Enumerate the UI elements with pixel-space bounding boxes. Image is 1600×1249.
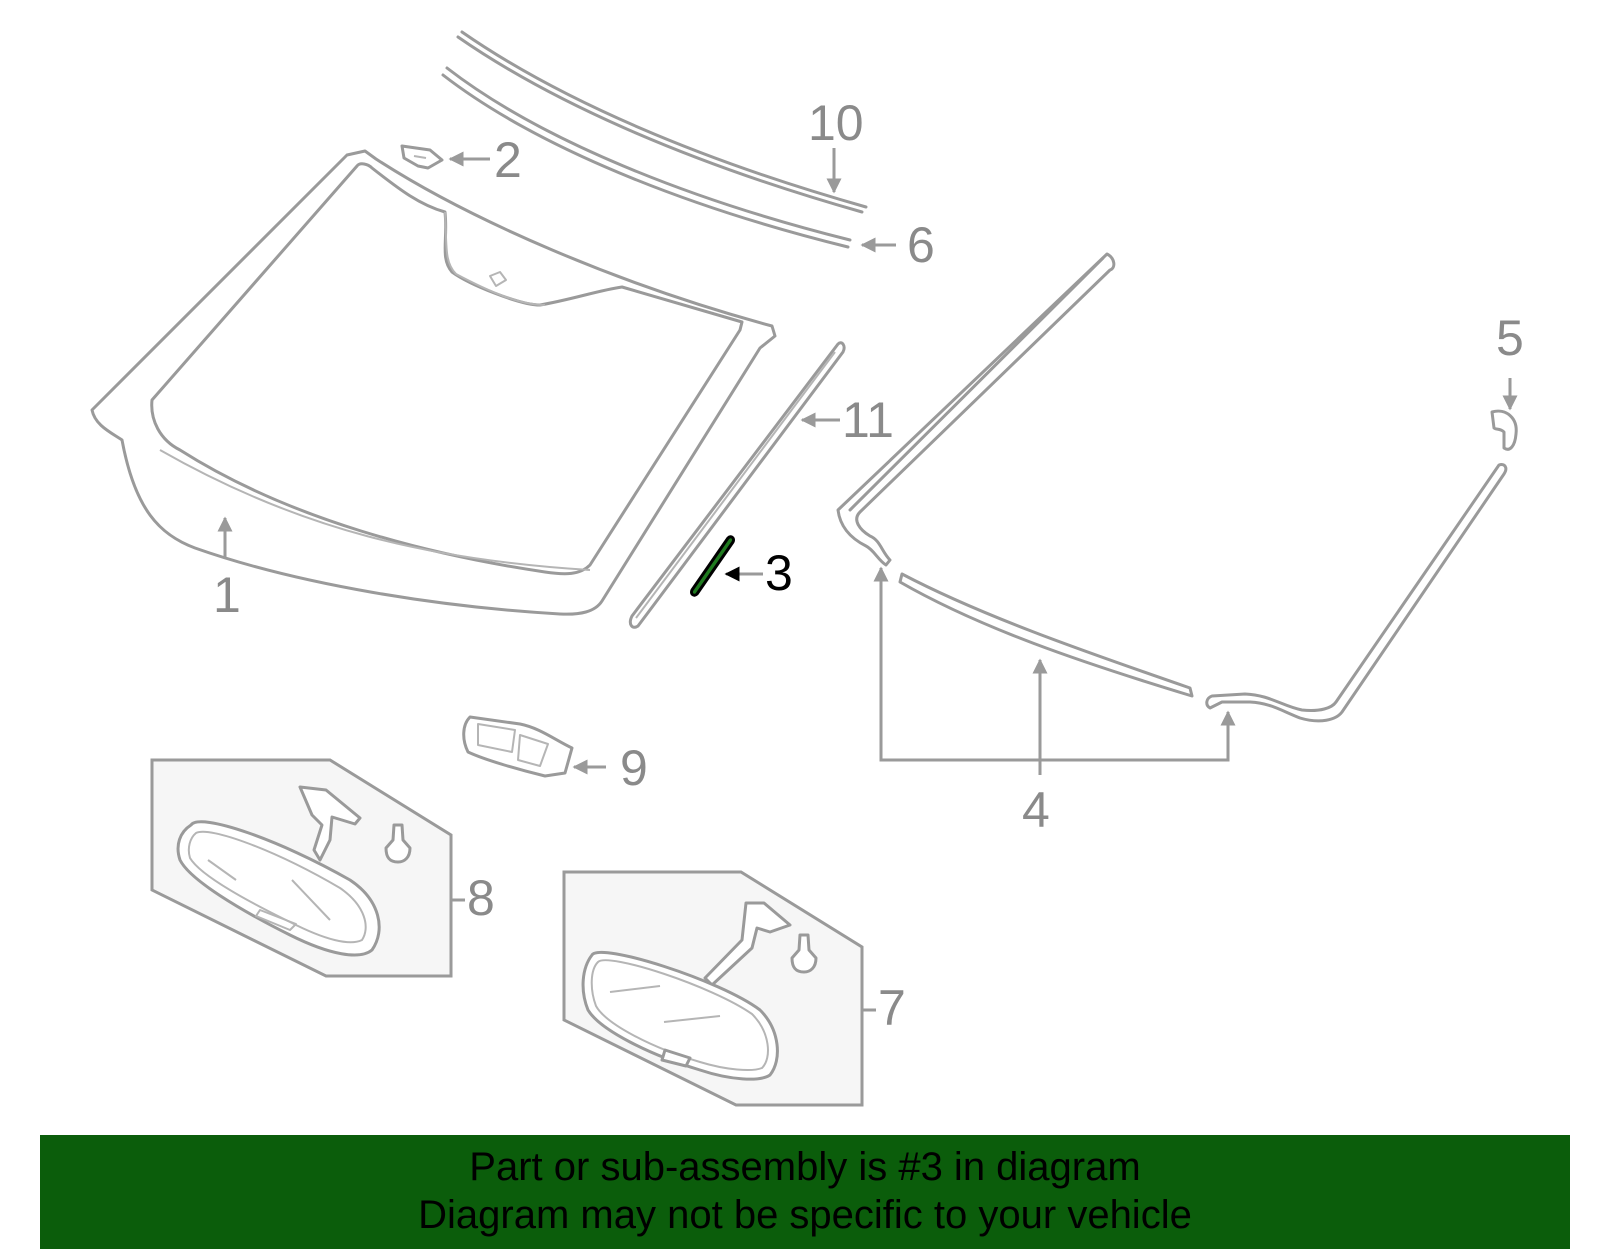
callout-6: 6 (907, 217, 935, 273)
part-8-mirror-box[interactable] (150, 758, 453, 978)
part-5-end-cap[interactable] (1490, 409, 1518, 451)
callout-3: 3 (765, 545, 793, 601)
part-2-clip[interactable] (400, 144, 444, 170)
callout-5: 5 (1496, 310, 1524, 366)
callout-10: 10 (808, 95, 864, 151)
callout-9: 9 (620, 740, 648, 796)
part-10-roof-molding[interactable] (456, 30, 868, 214)
banner-line-1: Part or sub-assembly is #3 in diagram (469, 1145, 1141, 1189)
callout-7: 7 (878, 980, 906, 1036)
callout-4: 4 (1022, 782, 1050, 838)
part-7-mirror-box[interactable] (562, 870, 864, 1107)
callout-2: 2 (494, 132, 522, 188)
callout-8: 8 (467, 870, 495, 926)
callout-11: 11 (842, 392, 894, 448)
part-6-roof-molding[interactable] (441, 66, 852, 249)
banner-line-2: Diagram may not be specific to your vehi… (418, 1193, 1192, 1237)
part-11-side-molding[interactable] (628, 341, 846, 629)
info-banner: Part or sub-assembly is #3 in diagram Di… (40, 1135, 1570, 1249)
leader-lines (217, 148, 1518, 1012)
part-1-windshield[interactable] (90, 149, 777, 616)
part-4-weatherstrip[interactable] (836, 252, 1508, 723)
part-9-sensor-cover[interactable] (462, 715, 574, 778)
callout-1: 1 (213, 567, 241, 623)
part-3-highlighted[interactable] (690, 535, 735, 597)
